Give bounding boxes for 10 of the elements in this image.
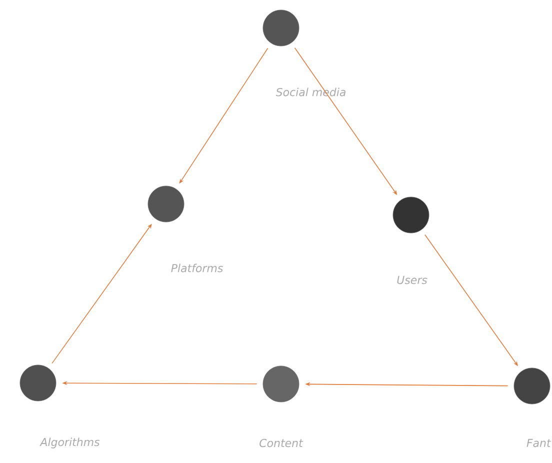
node-label: Users: [397, 276, 428, 284]
node-label: Fant: [526, 438, 552, 448]
circle-node: Content: [260, 366, 304, 448]
circle-node: Platforms: [148, 186, 223, 272]
circle-node: Fant: [514, 368, 552, 448]
node-label: Content: [260, 438, 304, 448]
circle-node: Algorithms: [20, 364, 100, 448]
circle-node: Users: [392, 196, 430, 284]
node-label: Platforms: [171, 264, 223, 272]
node-label: Algorithms: [40, 438, 100, 448]
